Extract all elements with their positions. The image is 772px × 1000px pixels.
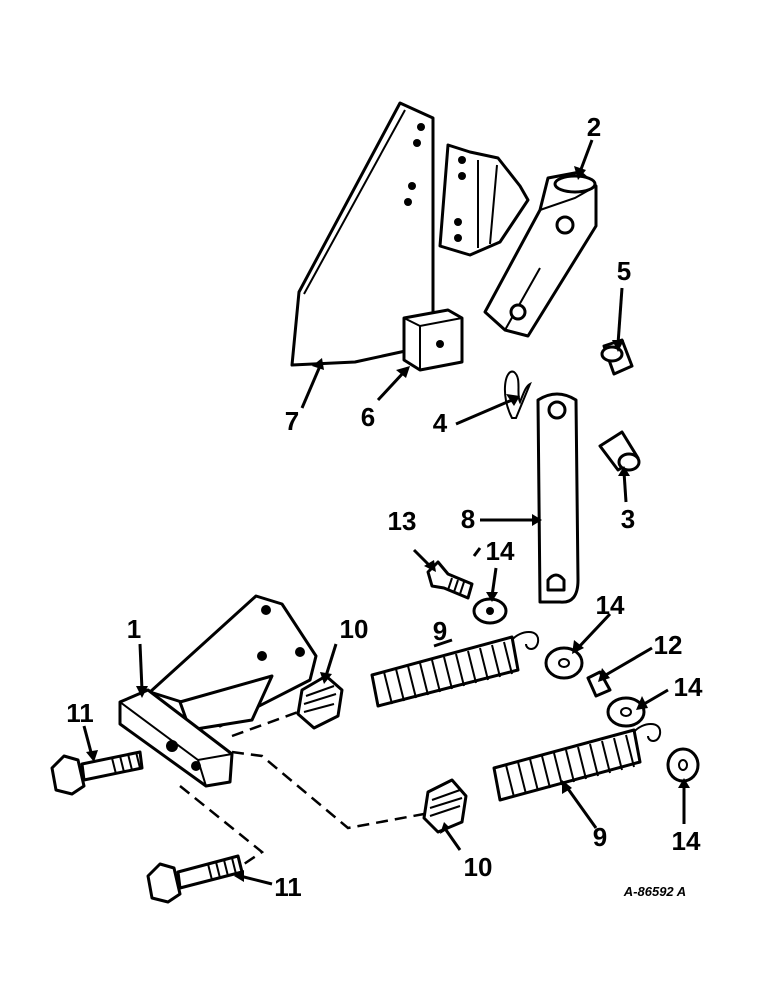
part-14-washer-d (666, 747, 700, 783)
part-7-shank (290, 101, 435, 367)
callout-10-lower: 10 (464, 852, 493, 882)
part-14-washer-c (606, 696, 646, 728)
part-11-bolt-upper (50, 750, 144, 796)
leader-lines (82, 139, 690, 886)
assembly-line-lower (179, 750, 425, 866)
assembly-line-upper (231, 710, 299, 738)
callout-3: 3 (621, 504, 635, 534)
callout-10-upper: 10 (340, 614, 369, 644)
callout-6: 6 (361, 402, 375, 432)
callout-2: 2 (587, 112, 601, 142)
callout-4: 4 (433, 408, 448, 438)
callout-13: 13 (388, 506, 417, 536)
callout-9-lower: 9 (593, 822, 607, 852)
part-5-bushing (600, 338, 634, 376)
callout-14-c: 14 (674, 672, 703, 702)
part-8-link (536, 392, 580, 604)
part-9-spring-lower (492, 723, 662, 802)
part-13-bolt (426, 560, 474, 600)
callout-14-a: 14 (486, 536, 515, 566)
part-4-clip (503, 370, 532, 419)
callout-14-b: 14 (596, 590, 625, 620)
callout-12: 12 (654, 630, 683, 660)
part-11-bolt-lower (146, 854, 244, 904)
callout-8: 8 (461, 504, 475, 534)
part-14-washer-b (544, 646, 584, 680)
part-6-block (402, 308, 464, 372)
callout-5: 5 (617, 256, 631, 286)
callout-7: 7 (285, 406, 299, 436)
callout-11-upper: 11 (66, 698, 94, 728)
callout-9-upper: 9 (433, 616, 447, 646)
part-12-bushing (586, 670, 612, 698)
part-14-washer-a (472, 597, 508, 625)
callout-14-d: 14 (672, 826, 701, 856)
callout-11-lower: 11 (274, 872, 302, 902)
callout-1: 1 (127, 614, 141, 644)
part-3-pin (598, 430, 641, 472)
part-10-adjuster-lower (422, 778, 468, 834)
drawing-number: A-86592 A (623, 884, 686, 899)
part-9-spring-upper (370, 631, 540, 708)
part-1-bracket (118, 594, 318, 788)
part-2-hinge-bracket (438, 143, 598, 338)
